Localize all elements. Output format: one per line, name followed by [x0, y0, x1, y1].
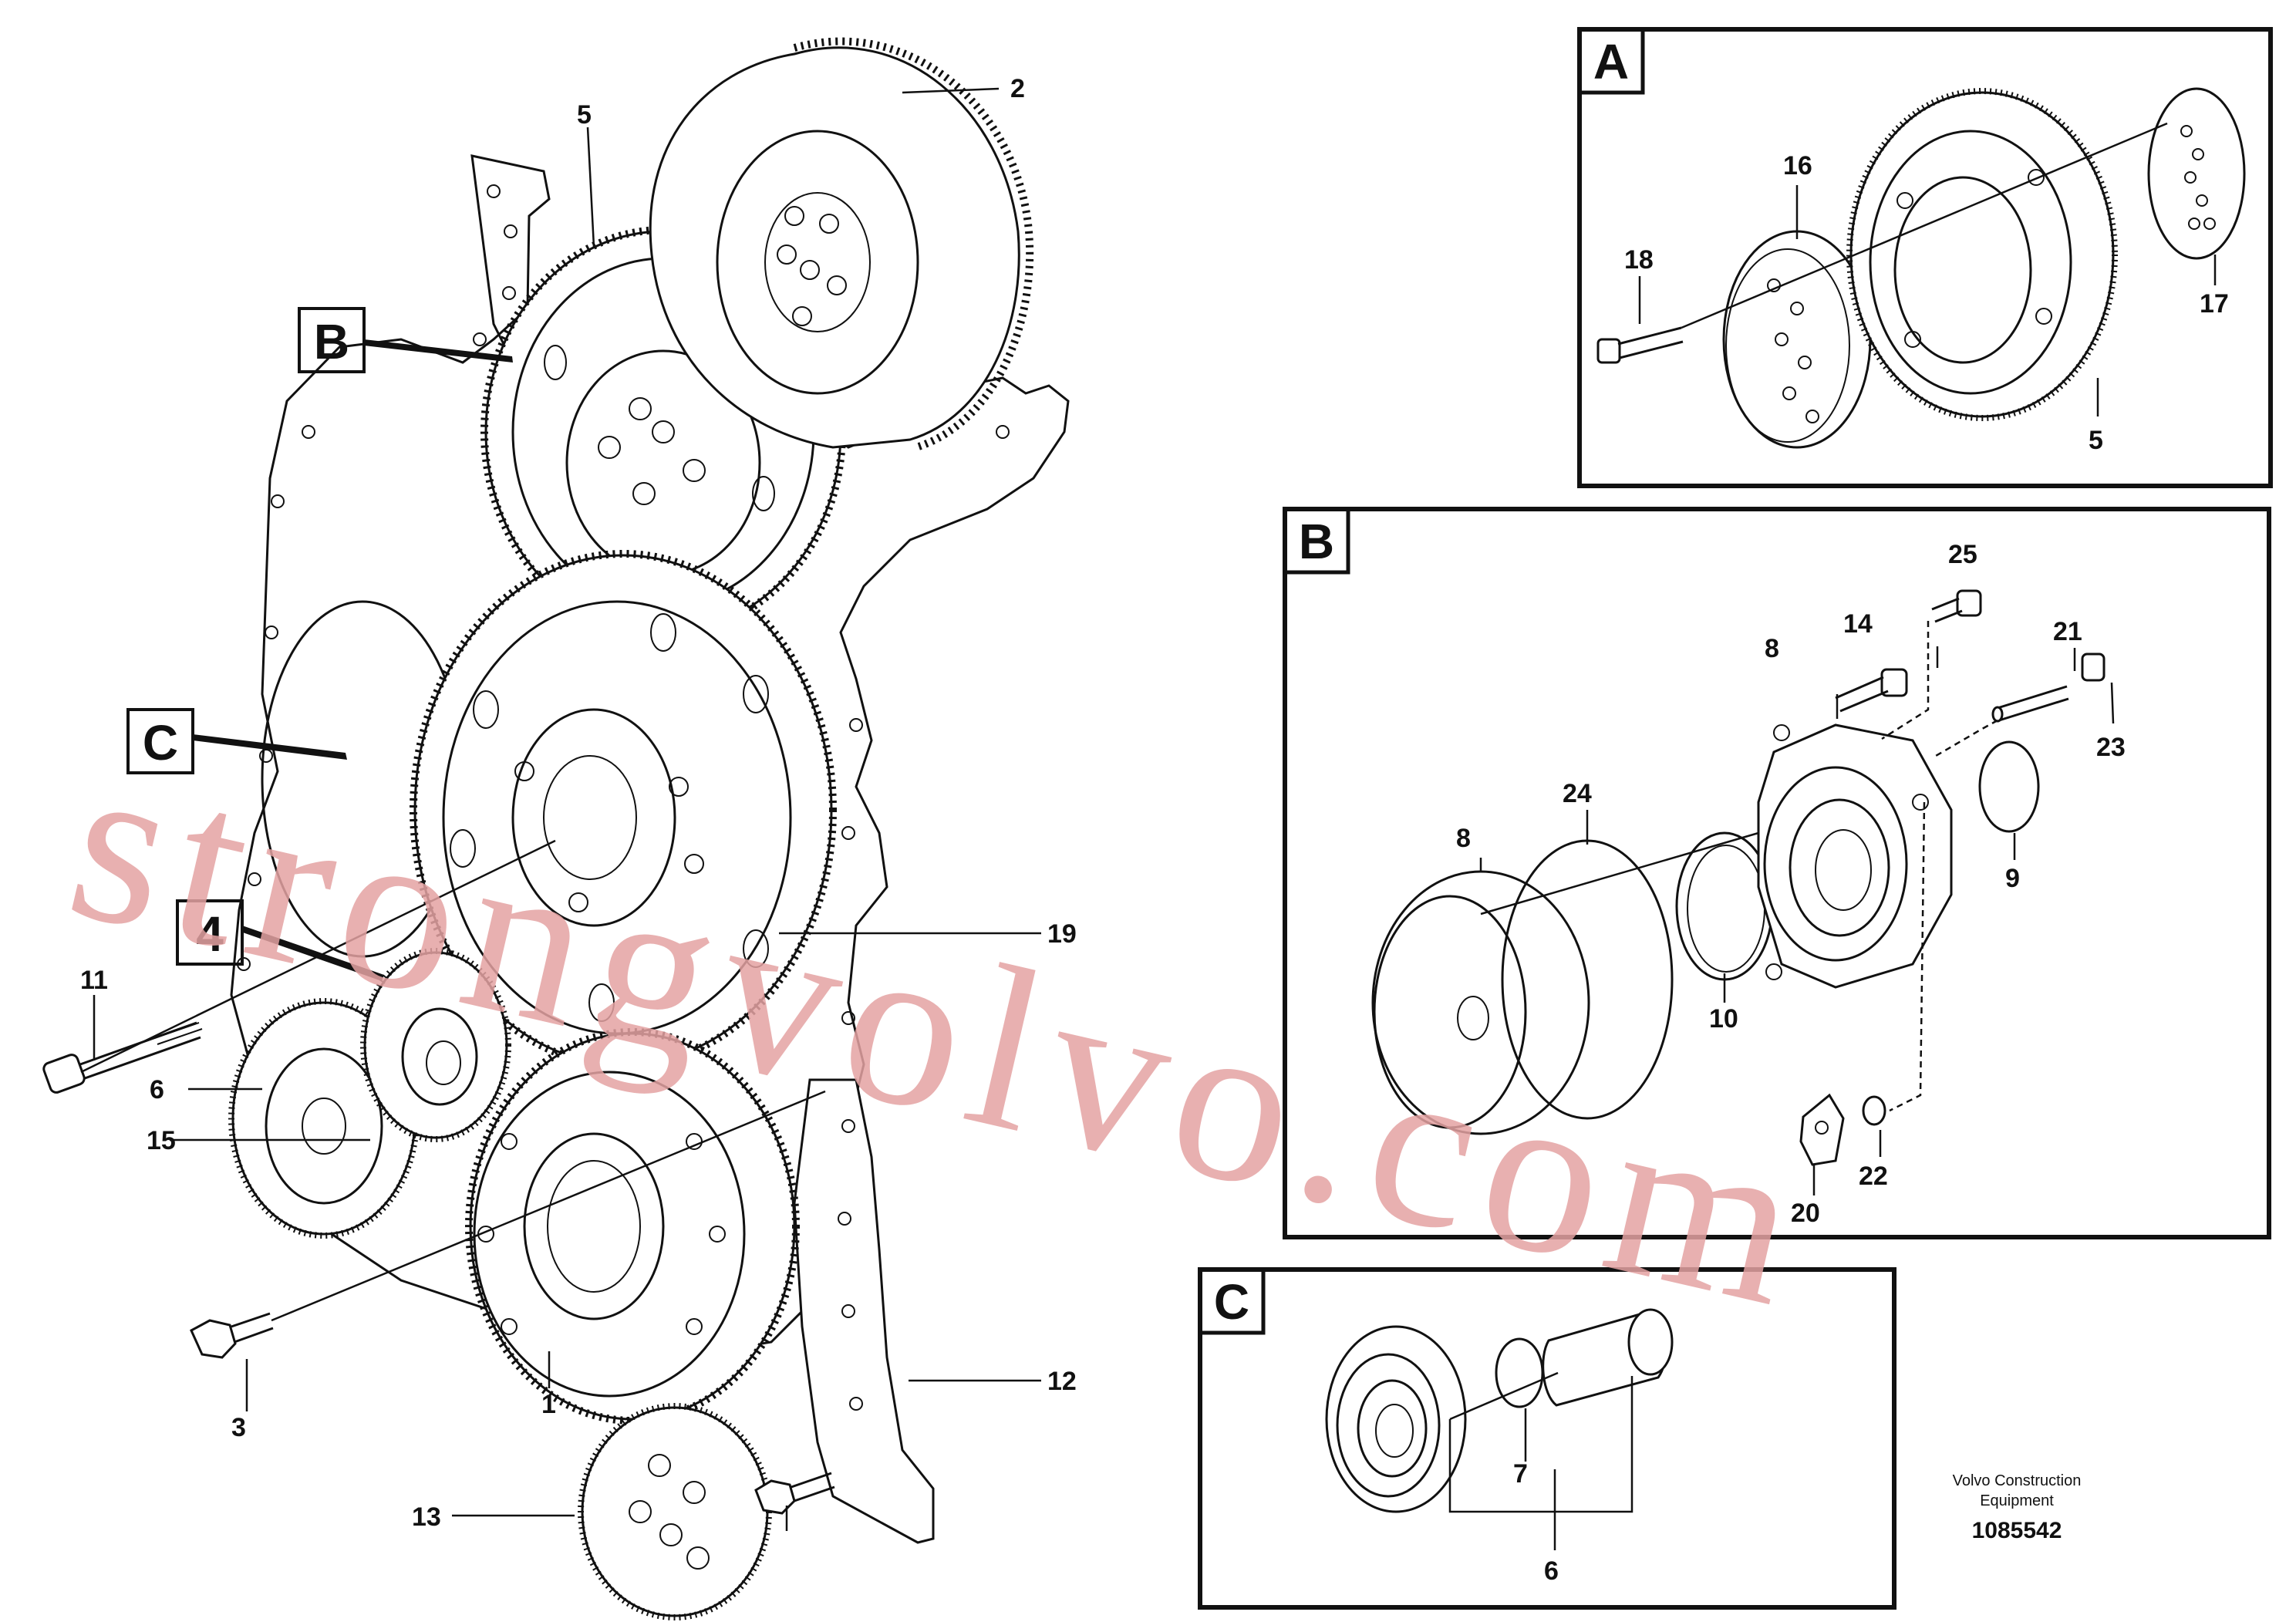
detail-b-label-23: 23	[2096, 733, 2126, 762]
label-11: 6	[150, 1075, 164, 1104]
label-12: 13	[412, 1502, 441, 1532]
bearing-housing-8	[1757, 723, 1953, 989]
bolt-15	[190, 1312, 274, 1359]
label-5: 5	[577, 100, 592, 130]
document-number: 1085542	[1972, 1518, 2062, 1543]
plug-23	[2081, 653, 2106, 682]
bolt-13	[754, 1472, 835, 1515]
bearing-c	[1325, 1325, 1467, 1513]
detail-a-label-17: 17	[2200, 289, 2229, 319]
bolt-25	[1931, 589, 1982, 623]
detail-c-label-6: 6	[1544, 1556, 1559, 1586]
detail-a-letter: A	[1593, 34, 1629, 89]
label-15: 3	[231, 1413, 246, 1442]
detail-b-label-24: 24	[1563, 779, 1592, 808]
label-4: 19	[1047, 919, 1077, 949]
crankshaft-gear-4	[410, 550, 837, 1070]
callout-arrow-c	[241, 926, 384, 981]
washer-22	[1862, 1095, 1886, 1126]
label-2: 2	[1010, 74, 1025, 103]
label-6: 15	[147, 1126, 176, 1155]
plate-bolt-holes	[237, 184, 1010, 1411]
pump-drive-gear-3	[465, 1028, 800, 1425]
small-gear-6	[360, 948, 511, 1142]
detail-b-label-9: 9	[2005, 864, 2020, 893]
label-3: 1	[541, 1390, 556, 1419]
callout-letter-b: C	[143, 715, 178, 771]
detail-c-letter: C	[1214, 1274, 1249, 1330]
detail-b-label-14: 14	[1843, 609, 1873, 639]
flywheel-gear-2	[649, 37, 1034, 451]
detail-c-label-7: 7	[1513, 1459, 1528, 1489]
detail-box-c: C 7 6	[1198, 1267, 1896, 1610]
callout-arrow-b	[193, 734, 347, 760]
circlip-9	[1978, 740, 2040, 833]
detail-b-label-22: 22	[1859, 1162, 1888, 1191]
cover-plate-16	[1722, 230, 1872, 449]
detail-a-label-5: 5	[2089, 426, 2103, 455]
callout-box-a	[298, 307, 366, 373]
detail-a-label-18: 18	[1624, 245, 1654, 275]
callout-letter-a: B	[314, 314, 349, 369]
bolt-19	[42, 1021, 203, 1094]
detail-box-b: B	[1283, 507, 2271, 1239]
pin-21	[1991, 685, 2069, 723]
detail-b-label-8-top: 8	[1765, 634, 1779, 663]
detail-b-letter: B	[1299, 514, 1334, 569]
screw-14	[1835, 668, 1908, 713]
detail-box-a: A	[1577, 27, 2273, 488]
bolt-18	[1596, 326, 1684, 364]
callout-box-c	[176, 899, 244, 966]
bracket-20	[1799, 1093, 1845, 1166]
label-1: 12	[1047, 1367, 1077, 1396]
detail-b-label-20: 20	[1791, 1199, 1820, 1228]
main-assembly: B C 4 2 5 19 11 6 15 3 1 12 13	[42, 37, 1077, 1620]
detail-a-label-16: 16	[1783, 151, 1812, 180]
small-gear-12	[578, 1403, 772, 1620]
detail-b-label-25: 25	[1948, 540, 1977, 569]
housing-plate-leg	[793, 1078, 935, 1544]
shaft-c	[1542, 1308, 1674, 1407]
callout-letter-c: 4	[196, 906, 224, 962]
detail-a-axis	[1681, 122, 2168, 329]
callout-arrow-a	[364, 339, 513, 363]
credit-line-2: Equipment	[1980, 1492, 2054, 1509]
ring-gear-5	[1846, 88, 2118, 421]
detail-b-label-8: 8	[1456, 824, 1471, 853]
detail-b-label-10: 10	[1709, 1004, 1738, 1034]
credit-line-1: Volvo Construction	[1953, 1472, 2082, 1489]
label-19: 11	[80, 966, 108, 995]
callout-box-b	[126, 708, 194, 774]
detail-b-label-21: 21	[2053, 617, 2082, 646]
plate-17	[2147, 87, 2246, 260]
